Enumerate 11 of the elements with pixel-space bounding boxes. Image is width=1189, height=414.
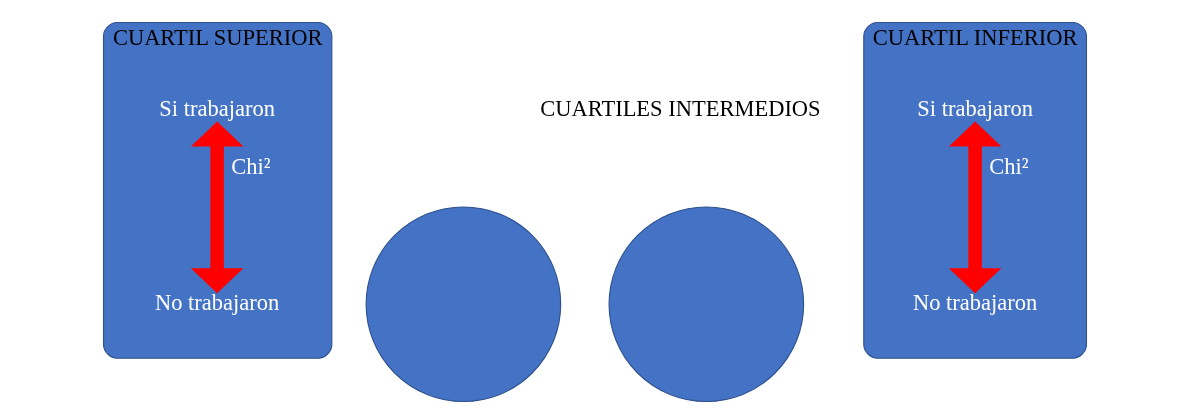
node-circle <box>365 205 561 402</box>
arrow <box>190 120 243 293</box>
label: CUARTILES INTERMEDIOS <box>539 95 821 121</box>
node-circle <box>608 205 804 402</box>
edge-label: Chi² <box>988 153 1028 179</box>
edge-label: Chi² <box>230 153 270 179</box>
node-text: No trabajaron <box>912 289 1037 315</box>
node-text: Si trabajaron <box>916 95 1033 121</box>
node-text: No trabajaron <box>154 289 279 315</box>
arrow <box>948 120 1001 293</box>
node-text: Si trabajaron <box>158 95 275 121</box>
